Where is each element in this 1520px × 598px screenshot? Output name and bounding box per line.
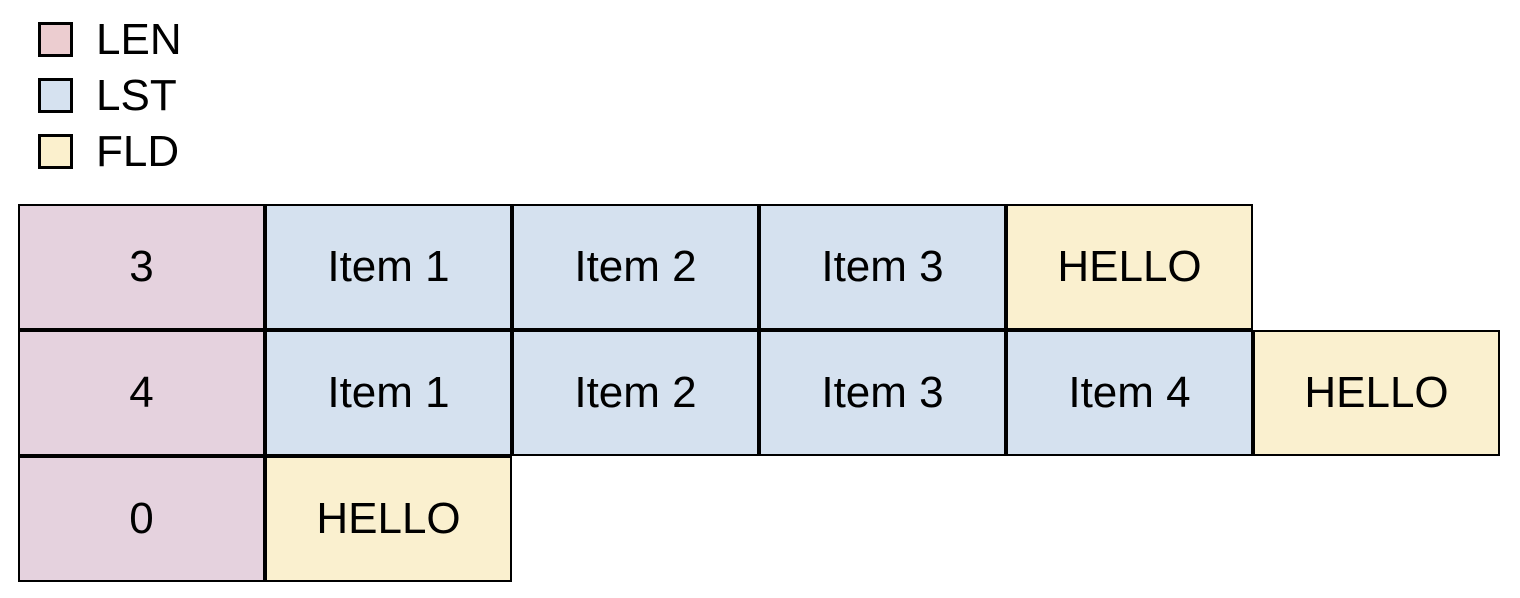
legend-label-fld: FLD <box>96 126 180 176</box>
record-row-2: 4 Item 1 Item 2 Item 3 Item 4 HELLO <box>18 330 1500 456</box>
legend: LEN LST FLD <box>38 17 182 173</box>
len-cell: 0 <box>18 456 265 582</box>
record-table: 3 Item 1 Item 2 Item 3 HELLO 4 Item 1 It… <box>18 204 1500 582</box>
record-row-1: 3 Item 1 Item 2 Item 3 HELLO <box>18 204 1500 330</box>
list-item-cell: Item 2 <box>512 330 759 456</box>
list-item-cell: Item 3 <box>759 330 1006 456</box>
legend-label-len: LEN <box>96 14 182 64</box>
len-cell: 3 <box>18 204 265 330</box>
legend-label-lst: LST <box>96 70 177 120</box>
field-cell: HELLO <box>1006 204 1253 330</box>
field-cell: HELLO <box>265 456 512 582</box>
list-item-cell: Item 2 <box>512 204 759 330</box>
list-item-cell: Item 3 <box>759 204 1006 330</box>
list-item-cell: Item 4 <box>1006 330 1253 456</box>
list-item-cell: Item 1 <box>265 330 512 456</box>
lst-color-swatch <box>38 78 73 113</box>
fld-color-swatch <box>38 134 73 169</box>
field-cell: HELLO <box>1253 330 1500 456</box>
legend-item-len: LEN <box>38 17 182 61</box>
legend-item-lst: LST <box>38 73 182 117</box>
legend-item-fld: FLD <box>38 129 182 173</box>
len-cell: 4 <box>18 330 265 456</box>
list-item-cell: Item 1 <box>265 204 512 330</box>
len-color-swatch <box>38 22 73 57</box>
record-row-3: 0 HELLO <box>18 456 1500 582</box>
